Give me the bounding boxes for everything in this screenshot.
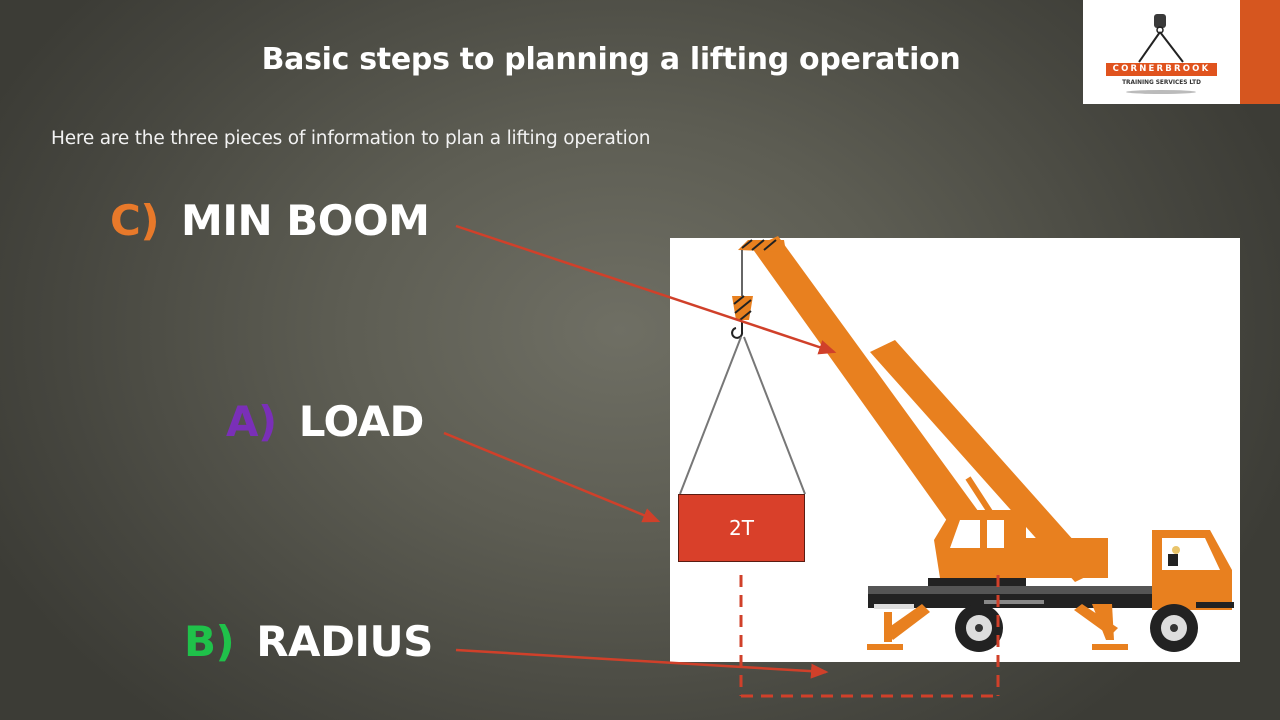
- truck-cab: [1152, 530, 1234, 610]
- slide-title: Basic steps to planning a lifting operat…: [261, 42, 961, 77]
- label-min-boom: C) MIN BOOM: [110, 196, 430, 245]
- arrow-to-load: [443, 431, 661, 523]
- label-letter-b: B): [184, 617, 235, 666]
- slide-subtitle: Here are the three pieces of information…: [51, 128, 651, 149]
- arrow-to-radius: [455, 648, 829, 679]
- pointer-arrows: [443, 224, 837, 679]
- radius-dashed-line: [739, 575, 1000, 698]
- label-radius: B) RADIUS: [184, 617, 433, 666]
- crane-cab: [928, 510, 1108, 587]
- load-block: 2T: [678, 494, 805, 562]
- label-letter-c: C): [110, 196, 160, 245]
- company-logo: CORNERBROOK TRAINING SERVICES LTD: [1083, 0, 1240, 104]
- truck-chassis: [868, 586, 1158, 609]
- label-text-load: LOAD: [298, 397, 425, 446]
- arrow-to-boom: [455, 224, 837, 355]
- label-load: A) LOAD: [226, 397, 424, 446]
- label-text-min-boom: MIN BOOM: [181, 196, 430, 245]
- logo-tagline: TRAINING SERVICES LTD: [1122, 80, 1201, 86]
- logo-accent-stripe: [1240, 0, 1280, 104]
- lifting-slings: [679, 336, 806, 495]
- logo-name: CORNERBROOK: [1106, 63, 1217, 76]
- crane-boom: [738, 236, 1100, 582]
- label-text-radius: RADIUS: [256, 617, 433, 666]
- truck-wheels: [955, 604, 1198, 652]
- outriggers: [867, 604, 1128, 650]
- crane-hook-logo-icon: [1126, 14, 1196, 94]
- hook-block: [731, 250, 753, 339]
- label-letter-a: A): [226, 397, 277, 446]
